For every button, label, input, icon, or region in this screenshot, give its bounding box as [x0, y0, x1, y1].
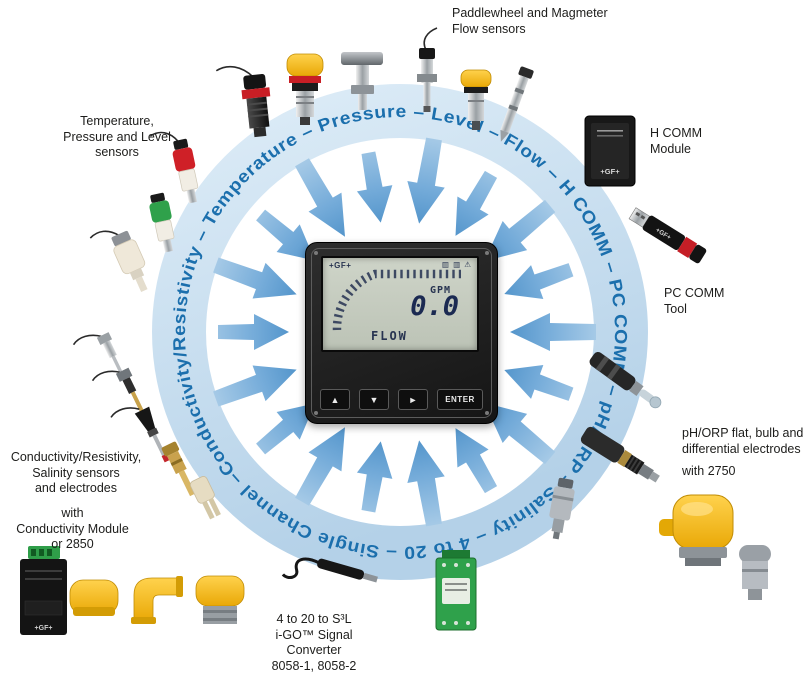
device-button-enter: ENTER [437, 389, 483, 410]
cable-probe-image [281, 557, 378, 583]
lcd-value-readout: 0.0 [410, 291, 459, 322]
screw-icon [485, 411, 489, 415]
temp-sensor-red-image [149, 131, 199, 204]
flow-sensor-tee-image [341, 52, 383, 110]
gf-logo: +GF+ [329, 261, 352, 270]
conductivity-sensor-1-image [72, 332, 128, 385]
level-sensor-image [89, 230, 148, 292]
module-gf-logo: +GF+ [35, 625, 53, 632]
yellow-mount-elbow-image [131, 576, 183, 624]
ph-electrode-differential-image [580, 426, 660, 483]
label-temp-sensors: Temperature, Pressure and Level sensors [63, 114, 171, 159]
sensor-electronics-2750-image [659, 494, 734, 566]
screw-icon [485, 251, 489, 255]
lcd-gauge-icon [332, 269, 461, 331]
hcomm-gf-logo: +GF+ [600, 167, 620, 176]
device-button-up: ▲ [320, 389, 350, 410]
label-conductivity-note: with Conductivity Module or 2850 [16, 506, 129, 551]
salinity-electrode-1-image [161, 441, 196, 497]
gray-electrode-image [549, 477, 575, 540]
label-flow-sensors: Paddlewheel and Magmeter Flow sensors [452, 6, 608, 36]
label-ph-electrodes: pH/ORP flat, bulb and differential elect… [682, 426, 804, 456]
device-button-right: ► [398, 389, 428, 410]
pressure-sensor-green-image [149, 192, 175, 253]
flow-sensor-red-cap-image [215, 65, 271, 138]
label-ph-electrodes-note: with 2750 [682, 464, 736, 478]
conductivity-module-image: +GF+ [20, 546, 67, 635]
yellow-mount-dome-image [69, 579, 119, 616]
flow-sensor-paddlewheel-image [286, 53, 324, 125]
device-button-down: ▼ [359, 389, 389, 410]
flow-sensor-insertion-image [500, 66, 534, 142]
pccomm-tool-image: +GF+ [628, 207, 707, 264]
controller-lcd: +GF+ ▥ ▥ ⚠ GPM 0.0 FLOW [321, 256, 479, 352]
label-signal-converter: 4 to 20 to S³L i-GO™ Signal Converter 80… [271, 612, 357, 673]
flow-sensor-magmeter-image [417, 27, 438, 112]
label-conductivity-sensors: Conductivity/Resistivity, Salinity senso… [10, 450, 142, 495]
gray-electrode-2-image [739, 545, 771, 600]
lcd-mode-readout: FLOW [371, 329, 408, 343]
screw-icon [314, 411, 318, 415]
salinity-electrode-2-image [189, 476, 221, 520]
controller-bezel [311, 248, 492, 418]
signal-converter-image [435, 550, 477, 631]
controller-device: +GF+ ▥ ▥ ⚠ GPM 0.0 FLOW ▲ ▼ ► ENTER [305, 242, 498, 424]
lcd-unit-readout: GPM [429, 285, 451, 296]
ring-band [152, 84, 648, 580]
ph-electrode-bulb-image [589, 351, 662, 409]
flow-sensor-yellow-image [460, 69, 492, 130]
controller-keypad: ▲ ▼ ► ENTER [306, 389, 497, 410]
screw-icon [314, 251, 318, 255]
lcd-status-icons: ▥ ▥ ⚠ [441, 260, 472, 269]
label-hcomm-module: H COMM Module [650, 126, 703, 156]
hcomm-module-image: +GF+ [584, 115, 636, 187]
yellow-mount-base-image [195, 575, 245, 624]
label-pccomm-tool: PC COMM Tool [664, 286, 725, 316]
